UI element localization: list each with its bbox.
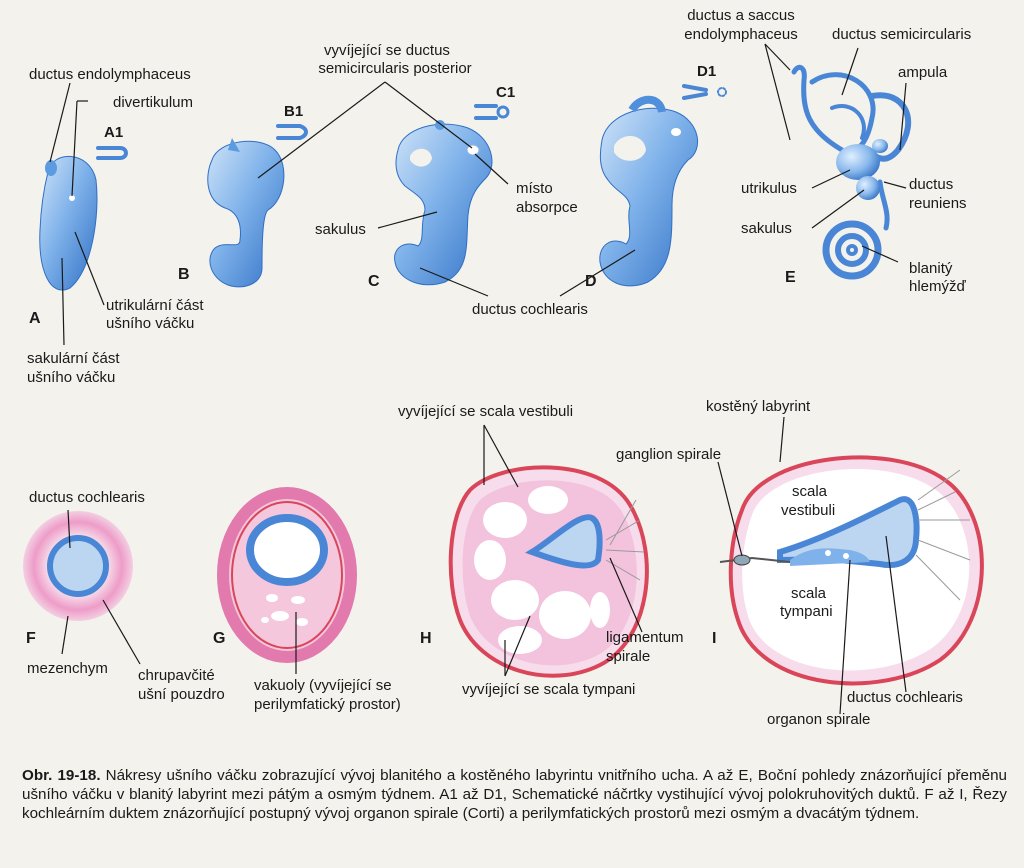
- label-a: A: [29, 310, 41, 327]
- label-d1: D1: [697, 63, 717, 80]
- label-d: D: [585, 273, 597, 290]
- caption-number: Obr. 19-18.: [22, 767, 101, 784]
- label-scala-vestibuli-dev: vyvíjející se scala vestibuli: [398, 403, 574, 420]
- label-kosteny-labyrint: kostěný labyrint: [706, 398, 811, 415]
- label-divertikulum: divertikulum: [113, 94, 194, 111]
- label-ductus-cochlearis-i: ductus cochlearis: [847, 689, 963, 706]
- label-a1: A1: [104, 124, 124, 141]
- label-scala-tympani-1: scala: [791, 585, 827, 602]
- label-misto-1: místo: [516, 180, 553, 197]
- label-chrupavcite-2: ušní pouzdro: [138, 686, 225, 703]
- label-utrik-cast-2: ušního váčku: [106, 315, 195, 332]
- label-blanity-1: blanitý: [909, 260, 953, 277]
- label-ductus-reuniens-1: ductus: [909, 176, 954, 193]
- label-sakul-cast-1: sakulární část: [27, 350, 120, 367]
- figure-caption: Obr. 19-18. Nákresy ušního váčku zobrazu…: [22, 766, 1007, 823]
- label-blanity-2: hlemýžď: [909, 278, 966, 295]
- label-utrikulus: utrikulus: [741, 180, 797, 197]
- label-g: G: [213, 630, 226, 647]
- label-i: I: [712, 630, 717, 647]
- label-c: C: [368, 273, 380, 290]
- label-ampula: ampula: [898, 64, 948, 81]
- label-sakulus-c: sakulus: [315, 221, 366, 238]
- section-g: [217, 487, 357, 663]
- label-vyvijejici-dsp-1: vyvíjející se ductus: [324, 42, 450, 59]
- label-dase-2: endolymphaceus: [684, 26, 798, 43]
- label-sakul-cast-2: ušního váčku: [27, 369, 116, 386]
- label-ductus-cochlearis-top: ductus cochlearis: [472, 301, 588, 318]
- stage-a1-sketch: [96, 146, 128, 160]
- label-vakuoly-2: perilymfatický prostor): [254, 696, 401, 713]
- label-ductus-semicircularis: ductus semicircularis: [832, 26, 972, 43]
- section-i: [719, 455, 984, 686]
- label-scala-tympani-dev: vyvíjející se scala tympani: [462, 681, 636, 698]
- label-ganglion-spirale: ganglion spirale: [616, 446, 722, 463]
- label-e: E: [785, 269, 796, 286]
- stage-c1-sketch: [474, 104, 510, 120]
- stage-b-vesicle: [207, 138, 285, 288]
- label-sakulus-e: sakulus: [741, 220, 792, 237]
- caption-text: Nákresy ušního váčku zobrazující vývoj b…: [22, 767, 1007, 822]
- label-dase-1: ductus a saccus: [687, 7, 795, 24]
- label-chrupavcite-1: chrupavčité: [138, 667, 215, 684]
- label-h: H: [420, 630, 432, 647]
- section-h: [448, 465, 649, 678]
- stage-c-vesicle: [394, 120, 493, 286]
- label-ligamentum-2: spirale: [606, 648, 651, 665]
- label-ligamentum-1: ligamentum: [606, 629, 684, 646]
- label-ductus-endolymphaceus: ductus endolymphaceus: [29, 66, 191, 83]
- leader-lines: [49, 43, 907, 715]
- label-scala-vestibuli-1: scala: [792, 483, 828, 500]
- stage-d1-sketch: [682, 84, 727, 100]
- label-vyvijejici-dsp-2: semicircularis posterior: [318, 60, 472, 77]
- label-b: B: [178, 266, 190, 283]
- stage-b1-sketch: [276, 124, 308, 140]
- label-mezenchym: mezenchym: [27, 660, 108, 677]
- label-vakuoly-1: vakuoly (vyvíjející se: [254, 677, 392, 694]
- label-ductus-reuniens-2: reuniens: [909, 195, 967, 212]
- label-c1: C1: [496, 84, 516, 101]
- label-scala-tympani-2: tympani: [780, 603, 833, 620]
- label-f: F: [26, 630, 36, 647]
- label-misto-2: absorpce: [516, 199, 578, 216]
- stage-a-vesicle: [39, 156, 98, 291]
- label-utrik-cast-1: utrikulární část: [106, 297, 204, 314]
- label-organon-spirale: organon spirale: [767, 711, 871, 728]
- section-f: [23, 511, 133, 621]
- stage-d-vesicle: [599, 95, 698, 287]
- label-b1: B1: [284, 103, 304, 120]
- label-ductus-cochlearis-f: ductus cochlearis: [29, 489, 145, 506]
- label-scala-vestibuli-2: vestibuli: [781, 502, 836, 519]
